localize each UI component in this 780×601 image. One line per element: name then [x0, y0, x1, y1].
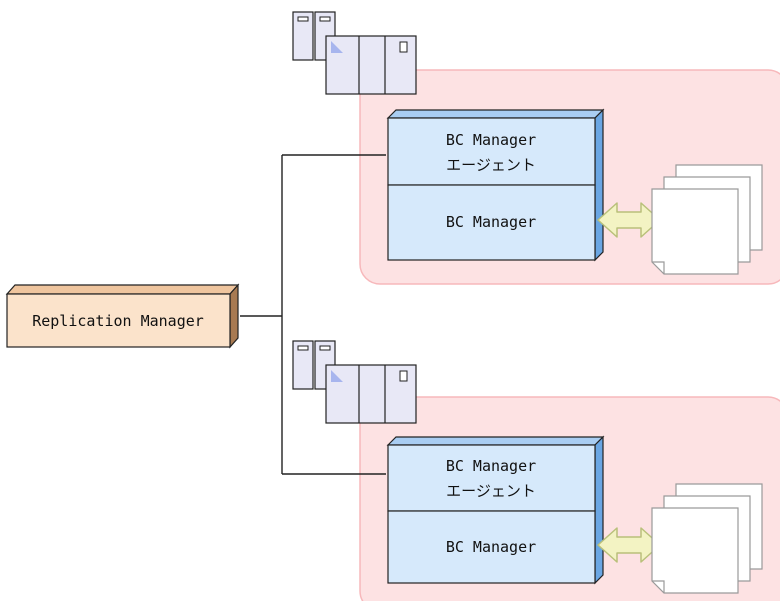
replication-manager-box: Replication Manager	[5, 283, 240, 349]
agent-label-line1: BC Manager	[446, 457, 536, 475]
agent-label-line1: BC Manager	[446, 131, 536, 149]
bc-manager-box	[387, 184, 596, 261]
server-icon	[292, 11, 417, 95]
agent-label-line2: エージェント	[446, 156, 536, 174]
agent-label-line2: エージェント	[446, 482, 536, 500]
bc-manager-stack: BC Manager エージェント BC Manager	[386, 108, 605, 262]
connection-lines	[240, 154, 386, 475]
bc-manager-label: BC Manager	[446, 213, 536, 231]
bc-manager-agent-box	[387, 117, 596, 186]
bc-manager-agent-box	[387, 444, 596, 512]
bc-manager-label: BC Manager	[446, 538, 536, 556]
bc-manager-box	[387, 510, 596, 584]
bc-manager-stack: BC Manager エージェント BC Manager	[386, 435, 605, 585]
document-stack-icon	[651, 164, 763, 275]
document-stack-icon	[651, 483, 763, 594]
server-icon	[292, 340, 417, 424]
replication-manager-label: Replication Manager	[32, 312, 204, 330]
